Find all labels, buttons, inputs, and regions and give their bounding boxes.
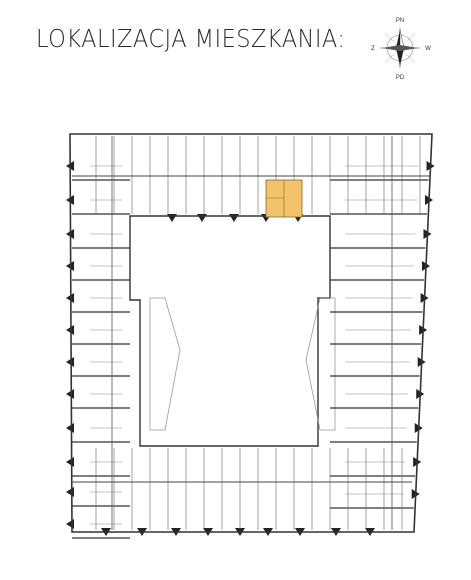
window-marker-courtyard bbox=[167, 214, 177, 222]
window-marker-left bbox=[66, 389, 74, 399]
room-partitions bbox=[72, 136, 430, 539]
page-title: LOKALIZACJA MIESZKANIA: bbox=[36, 24, 346, 53]
compass-rose-icon: PN PD Z W bbox=[371, 18, 431, 81]
window-marker-left bbox=[66, 487, 74, 497]
window-marker-left bbox=[66, 325, 74, 335]
window-marker-left bbox=[66, 519, 74, 529]
building-outline bbox=[69, 133, 433, 533]
window-marker-left bbox=[66, 357, 74, 367]
compass-north-label: PN bbox=[396, 18, 404, 24]
window-marker-courtyard bbox=[229, 214, 239, 222]
compass-south-label: PD bbox=[396, 75, 405, 81]
window-marker-left bbox=[66, 423, 74, 433]
window-marker-courtyard bbox=[197, 214, 207, 222]
compass-east-label: W bbox=[425, 46, 431, 52]
compass-west-label: Z bbox=[371, 46, 375, 52]
window-marker-left bbox=[66, 293, 74, 303]
window-marker-left bbox=[66, 457, 74, 467]
window-markers bbox=[66, 161, 435, 536]
